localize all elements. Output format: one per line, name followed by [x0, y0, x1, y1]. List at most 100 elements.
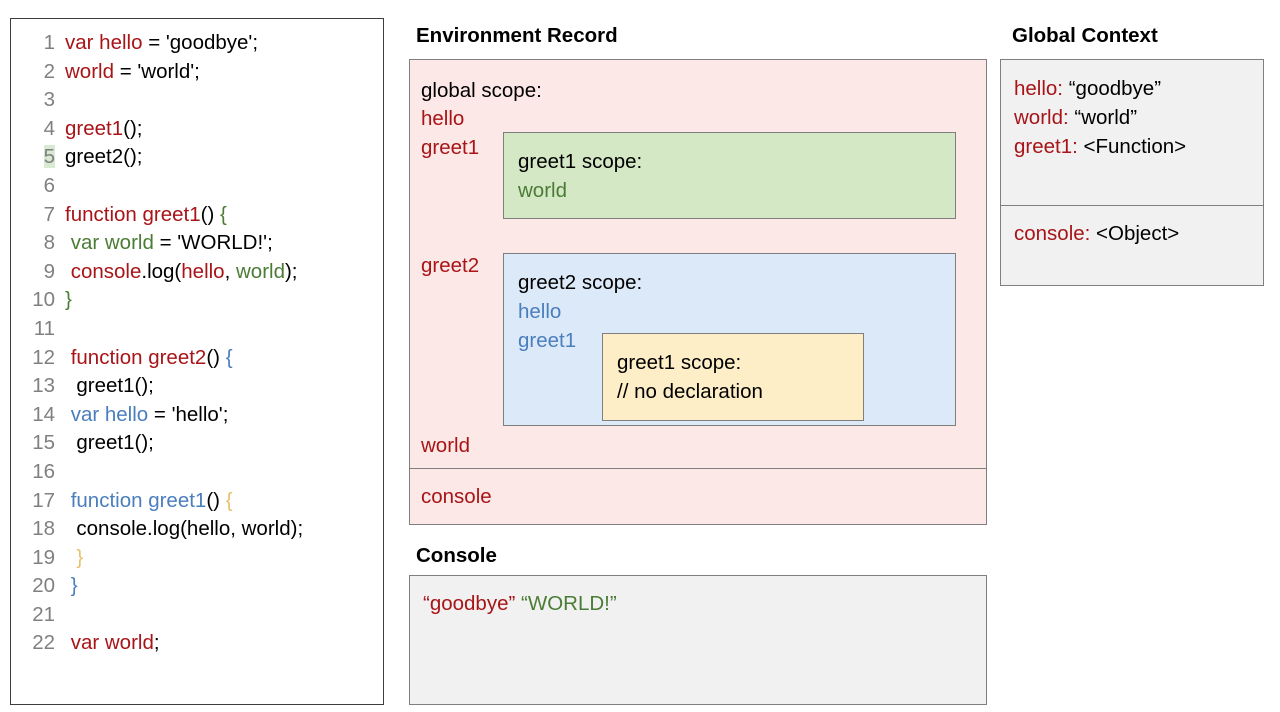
code-line-number: 22: [32, 631, 55, 655]
code-line[interactable]: 12 function greet2() {: [11, 344, 383, 373]
env-binding-greet2: greet2: [421, 254, 480, 277]
code-line-text: function greet2() {: [55, 344, 233, 373]
global-context-value-console: <Object>: [1090, 222, 1180, 245]
code-line-number: 21: [32, 602, 55, 626]
code-token: {: [225, 345, 233, 369]
code-token: greet2();: [65, 145, 143, 169]
console-output-line: “goodbye” “WORLD!”: [423, 592, 617, 616]
code-line-text: greet1();: [55, 115, 143, 144]
code-line-text: }: [55, 572, 78, 601]
code-token: [65, 546, 76, 569]
code-line-text: greet1();: [55, 429, 154, 458]
code-line[interactable]: 14 var hello = 'hello';: [11, 401, 383, 430]
code-line-number: 4: [43, 116, 55, 140]
nested-greet1-scope-box: greet1 scope: // no declaration: [602, 333, 864, 421]
code-line-number: 18: [32, 517, 55, 541]
global-context-row-hello: hello: “goodbye”: [1014, 77, 1161, 101]
code-line-number: 20: [32, 574, 55, 598]
code-line-number: 14: [32, 402, 55, 426]
global-context-value-hello: “goodbye”: [1063, 77, 1162, 100]
code-line-number: 16: [32, 459, 55, 483]
code-line[interactable]: 22 var world;: [11, 629, 383, 658]
console-output-token: “WORLD!”: [521, 592, 617, 615]
env-binding-world: world: [421, 434, 470, 457]
global-context-value-greet1: <Function>: [1077, 135, 1187, 158]
env-binding-console: console: [421, 485, 492, 508]
code-line-number: 3: [43, 88, 55, 112]
code-line-number: 2: [43, 59, 55, 83]
code-line-number: 1: [43, 31, 55, 54]
code-token: function greet2: [70, 345, 207, 369]
code-token: greet1();: [65, 431, 154, 455]
code-line-text: console.log(hello, world);: [55, 515, 303, 544]
code-token: ();: [123, 116, 143, 140]
code-line[interactable]: 5 greet2();: [11, 143, 383, 172]
code-token: );: [284, 259, 298, 283]
code-token: = 'WORLD!';: [153, 231, 273, 255]
code-line-text: greet1();: [55, 372, 153, 401]
code-token: = 'goodbye';: [142, 31, 259, 54]
code-token: var world: [70, 231, 154, 255]
code-line[interactable]: 18 console.log(hello, world);: [11, 515, 383, 544]
code-line[interactable]: 8 var world = 'WORLD!';: [11, 229, 383, 258]
code-token: }: [65, 288, 72, 312]
global-context-row-greet1: greet1: <Function>: [1014, 135, 1186, 159]
code-token: {: [225, 488, 233, 512]
global-context-key-hello: hello:: [1014, 77, 1064, 100]
env-binding-hello: hello: [421, 107, 465, 130]
console-output-token: “goodbye”: [423, 592, 516, 615]
code-line[interactable]: 6: [11, 172, 383, 201]
code-line-text: function greet1() {: [55, 201, 227, 230]
code-token: function greet1: [65, 202, 201, 226]
greet1-scope-box: greet1 scope: world: [503, 132, 956, 219]
code-line[interactable]: 20 }: [11, 572, 383, 601]
greet2-scope-var-hello: hello: [518, 300, 562, 323]
console-panel: “goodbye” “WORLD!”: [409, 575, 987, 705]
code-line[interactable]: 9 console.log(hello, world);: [11, 258, 383, 287]
code-line-number: 10: [32, 288, 55, 312]
code-token: var hello: [70, 402, 149, 426]
code-line-text: }: [55, 286, 72, 315]
code-line-text: world = 'world';: [55, 58, 200, 87]
code-token: world: [235, 259, 285, 283]
code-token: greet1: [65, 116, 124, 140]
code-line[interactable]: 16: [11, 458, 383, 487]
code-line[interactable]: 21: [11, 601, 383, 630]
code-line-text: var hello = 'goodbye';: [55, 29, 258, 58]
greet1-scope-var-world: world: [518, 179, 567, 202]
code-line-text: var world = 'WORLD!';: [55, 229, 273, 258]
code-line-number: 5: [11, 143, 55, 172]
code-line-number-highlight: 5: [43, 145, 55, 169]
code-token: .log(: [141, 259, 182, 283]
global-context-key-console: console:: [1014, 222, 1091, 245]
env-binding-greet1: greet1: [421, 136, 480, 159]
global-context-row-world: world: “world”: [1014, 106, 1137, 130]
code-token: console: [70, 259, 142, 283]
code-line[interactable]: 17 function greet1() {: [11, 487, 383, 516]
nested-greet1-scope-note: // no declaration: [617, 380, 763, 403]
code-line-number: 7: [43, 202, 55, 226]
global-context-console-section: console: <Object>: [1001, 206, 1263, 285]
code-token: (): [206, 488, 226, 512]
global-context-variables-section: hello: “goodbye” world: “world” greet1: …: [1001, 60, 1263, 206]
code-line[interactable]: 3: [11, 86, 383, 115]
code-line[interactable]: 15 greet1();: [11, 429, 383, 458]
greet2-scope-var-greet1: greet1: [518, 329, 577, 352]
code-line-number: 11: [33, 316, 55, 340]
code-line[interactable]: 19 }: [11, 544, 383, 573]
global-context-title: Global Context: [1012, 24, 1158, 47]
greet1-scope-heading: greet1 scope:: [518, 150, 643, 173]
nested-greet1-scope-heading: greet1 scope:: [617, 351, 742, 374]
code-line[interactable]: 10}: [11, 286, 383, 315]
code-line-number: 9: [43, 259, 55, 283]
environment-record-panel: global scope: hello greet1 greet2 world …: [409, 59, 987, 525]
code-line-number: 19: [32, 545, 55, 569]
code-line[interactable]: 11: [11, 315, 383, 344]
code-line[interactable]: 13 greet1();: [11, 372, 383, 401]
